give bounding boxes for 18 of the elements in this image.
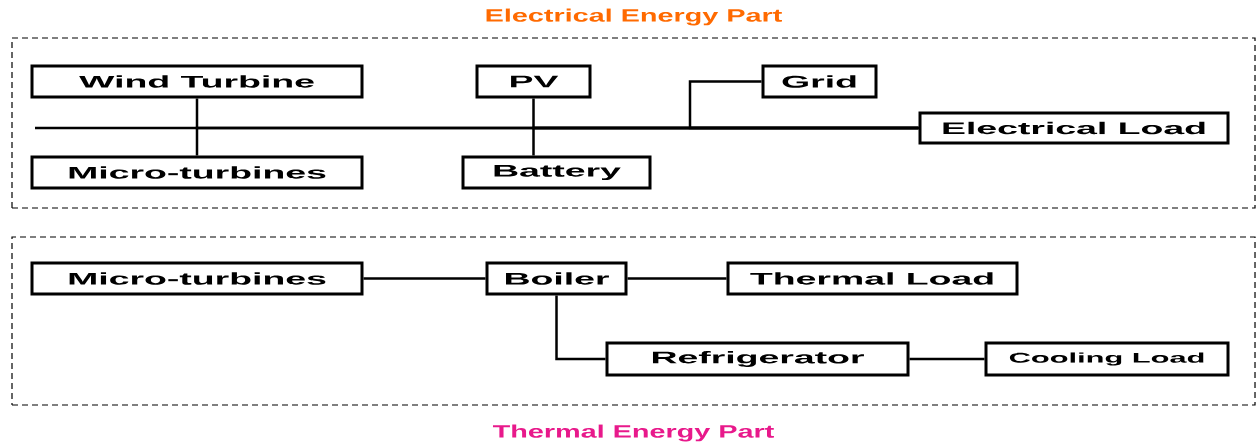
- component-box: Refrigerator: [605, 341, 910, 377]
- component-box: Micro-turbines: [30, 261, 364, 296]
- component-box: Cooling Load: [984, 341, 1230, 377]
- component-box: Boiler: [485, 261, 628, 296]
- component-box: Battery: [461, 155, 652, 190]
- connector-line: [688, 80, 919, 130]
- component-box: PV: [475, 64, 592, 99]
- panel-heading: Thermal Energy Part: [493, 424, 774, 442]
- component-box: Thermal Load: [726, 261, 1019, 296]
- connector-line: [363, 277, 486, 280]
- component-box: Micro-turbines: [30, 155, 364, 190]
- connector-line: [555, 295, 606, 361]
- connector-line: [627, 277, 727, 280]
- component-box: Electrical Load: [918, 111, 1230, 145]
- panel-heading: Electrical Energy Part: [486, 8, 782, 26]
- connector-line: [909, 357, 985, 361]
- component-box: Grid: [761, 64, 878, 99]
- component-box: Wind Turbine: [30, 64, 364, 99]
